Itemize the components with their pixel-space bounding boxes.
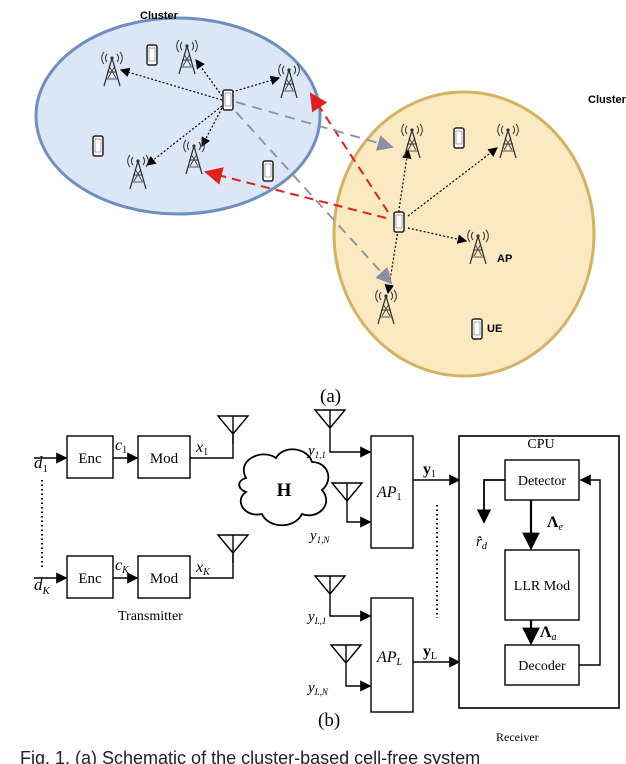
receiver-label: Receiver [496,730,539,744]
x1-label: x1 [195,439,208,458]
dK-label: dK [34,575,51,597]
input-lines [34,452,68,584]
caption-a: (a) [320,386,341,407]
ap-label: AP [497,253,512,265]
cpu-label: CPU [527,437,554,452]
yL1-label: yL,1 [306,609,326,626]
phone-icon [146,44,158,66]
gray-links [235,101,394,285]
detector-label: Detector [518,474,567,489]
mod-block-1 [137,435,191,479]
phone-icon [92,135,104,157]
phone-icon [453,127,465,149]
yLN-label: yL,N [306,680,329,697]
apL-block [370,597,414,713]
lambda-e-label: Λe [547,514,563,533]
llr-label: LLR Mod [514,579,570,594]
y11-label: y1,1 [306,443,326,460]
channel-label: H [277,480,292,501]
decoder-label: Decoder [518,659,566,674]
cluster-label-right: Cluster [588,94,626,106]
mod-label-1: Mod [150,451,179,467]
figure-caption: Fig. 1. (a) Schematic of the cluster-bas… [20,748,480,764]
apL-in-n [345,673,372,692]
antenna-icon [217,415,249,445]
antenna-icon [314,409,346,439]
red-links [204,92,389,219]
transmitter-label: Transmitter [118,609,183,624]
channel-cloud [238,448,330,527]
apL-label: APL [376,649,403,668]
phone-icon [471,318,483,340]
enc-block-1 [66,435,114,479]
apL-in-1 [329,604,372,622]
ap1-in-n [346,511,372,528]
llr-block [504,549,580,621]
mod-block-k [137,555,191,599]
phone-icon [393,211,405,233]
ap1-block [370,435,414,549]
mod-label-k: Mod [150,571,179,587]
antenna-icon [331,482,363,512]
cK-label: cK [115,557,130,576]
ue-label: UE [487,323,502,335]
cluster-label-left: Cluster [140,10,179,22]
rhat-arrow [476,479,505,524]
caption-b: (b) [318,710,340,731]
cluster-right [332,90,596,378]
phone-icon [262,160,274,182]
left-cluster-links [119,59,281,166]
cluster-left [34,16,322,216]
antenna-icon [330,644,362,674]
yvec1-label: y1 [423,461,436,480]
antenna-icon [314,575,346,605]
ap1-label: AP1 [376,484,402,503]
enc-label-k: Enc [78,571,102,587]
phone-icon [222,89,234,111]
y1N-label: y1,N [308,528,330,545]
yvecL-label: yL [423,643,437,662]
antenna-icon [217,534,249,564]
xK-label: xK [195,559,211,578]
c1-label: c1 [115,437,127,456]
d1-label: d1 [34,453,48,475]
enc-label-1: Enc [78,451,102,467]
lambda-a-label: Λa [540,624,556,643]
feedback-loop [579,474,601,666]
enc-block-k [66,555,114,599]
rhat-label: r̂d [476,534,488,552]
detector-block [504,459,580,501]
decoder-block [504,644,580,686]
ap1-in-1 [329,438,372,458]
